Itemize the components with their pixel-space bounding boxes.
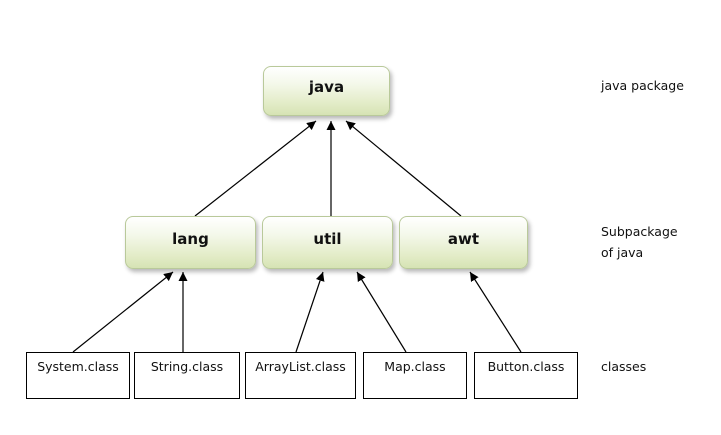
edge-awt-to-java — [345, 120, 462, 217]
edge-lang-to-java — [194, 120, 317, 217]
class-arraylist-label: ArrayList.class — [255, 359, 346, 374]
edge-arraylist-to-util — [295, 271, 325, 353]
level-label-classes: classes — [601, 359, 647, 374]
class-map: Map.class — [363, 352, 467, 399]
class-arraylist: ArrayList.class — [245, 352, 356, 399]
subpackage-util: util — [262, 216, 393, 269]
level-label-java-package: java package — [601, 78, 684, 93]
class-system: System.class — [26, 352, 130, 399]
edge-map-to-util — [356, 271, 407, 353]
subpackage-awt-label: awt — [447, 230, 480, 248]
class-button-label: Button.class — [487, 359, 565, 374]
edge-button-to-awt — [469, 271, 522, 353]
class-string: String.class — [134, 352, 240, 399]
package-java: java — [263, 66, 390, 116]
class-string-label: String.class — [150, 359, 224, 374]
subpackage-awt: awt — [399, 216, 528, 269]
class-button: Button.class — [474, 352, 578, 399]
class-map-label: Map.class — [384, 359, 446, 374]
level-label-subpackage-line1: Subpackage — [601, 224, 678, 239]
edge-system-to-lang — [72, 271, 174, 353]
class-system-label: System.class — [37, 359, 119, 374]
subpackage-lang: lang — [125, 216, 256, 269]
subpackage-util-label: util — [313, 230, 342, 248]
package-java-label: java — [308, 78, 345, 96]
level-label-subpackage-line2: of java — [601, 245, 644, 260]
subpackage-lang-label: lang — [172, 230, 209, 248]
level-label-subpackage: Subpackage of java — [601, 221, 678, 263]
